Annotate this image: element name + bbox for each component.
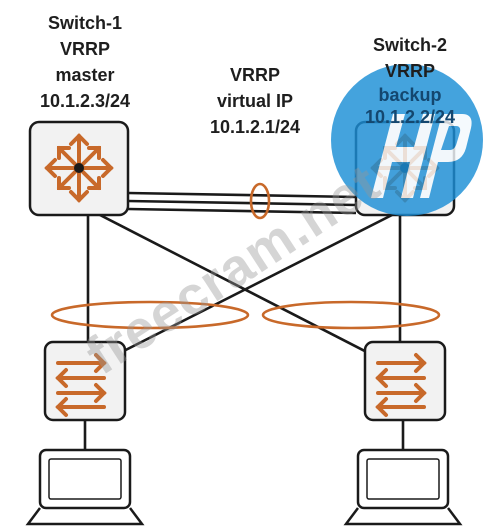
virtual-label: virtual IP <box>216 91 294 111</box>
access-switch1-device <box>43 340 127 422</box>
virtual-protocol: VRRP <box>229 65 280 85</box>
access-switch2-device <box>363 340 447 422</box>
links <box>83 191 405 450</box>
access2-lag-ellipse <box>261 300 441 330</box>
isl-link-3 <box>127 207 357 215</box>
switch-arrows-icon <box>55 353 107 417</box>
switch1-name: Switch-1 <box>47 13 122 33</box>
switch2-role: backup <box>378 85 442 105</box>
access1-lag-ellipse <box>50 300 250 330</box>
switch1-role: master <box>55 65 115 85</box>
hp-logo-watermark <box>331 64 483 216</box>
switch1-protocol: VRRP <box>59 39 110 59</box>
isl-link-1 <box>127 191 357 199</box>
virtual-ip: 10.1.2.1/24 <box>209 117 301 137</box>
switch1-device <box>28 120 130 217</box>
link-switch2-access1 <box>97 213 393 366</box>
switch1-ip: 10.1.2.3/24 <box>39 91 131 111</box>
laptop1-icon <box>25 448 145 526</box>
switch2-name: Switch-2 <box>372 35 447 55</box>
isl-link-2 <box>127 199 357 207</box>
switch2-ip: 10.1.2.2/24 <box>364 107 456 127</box>
switch2-protocol: VRRP <box>384 61 435 81</box>
isl-lag-ellipse <box>249 182 271 220</box>
lag-markers <box>50 182 441 330</box>
laptop2-icon <box>343 448 463 526</box>
switch-arrows-icon <box>375 353 427 417</box>
